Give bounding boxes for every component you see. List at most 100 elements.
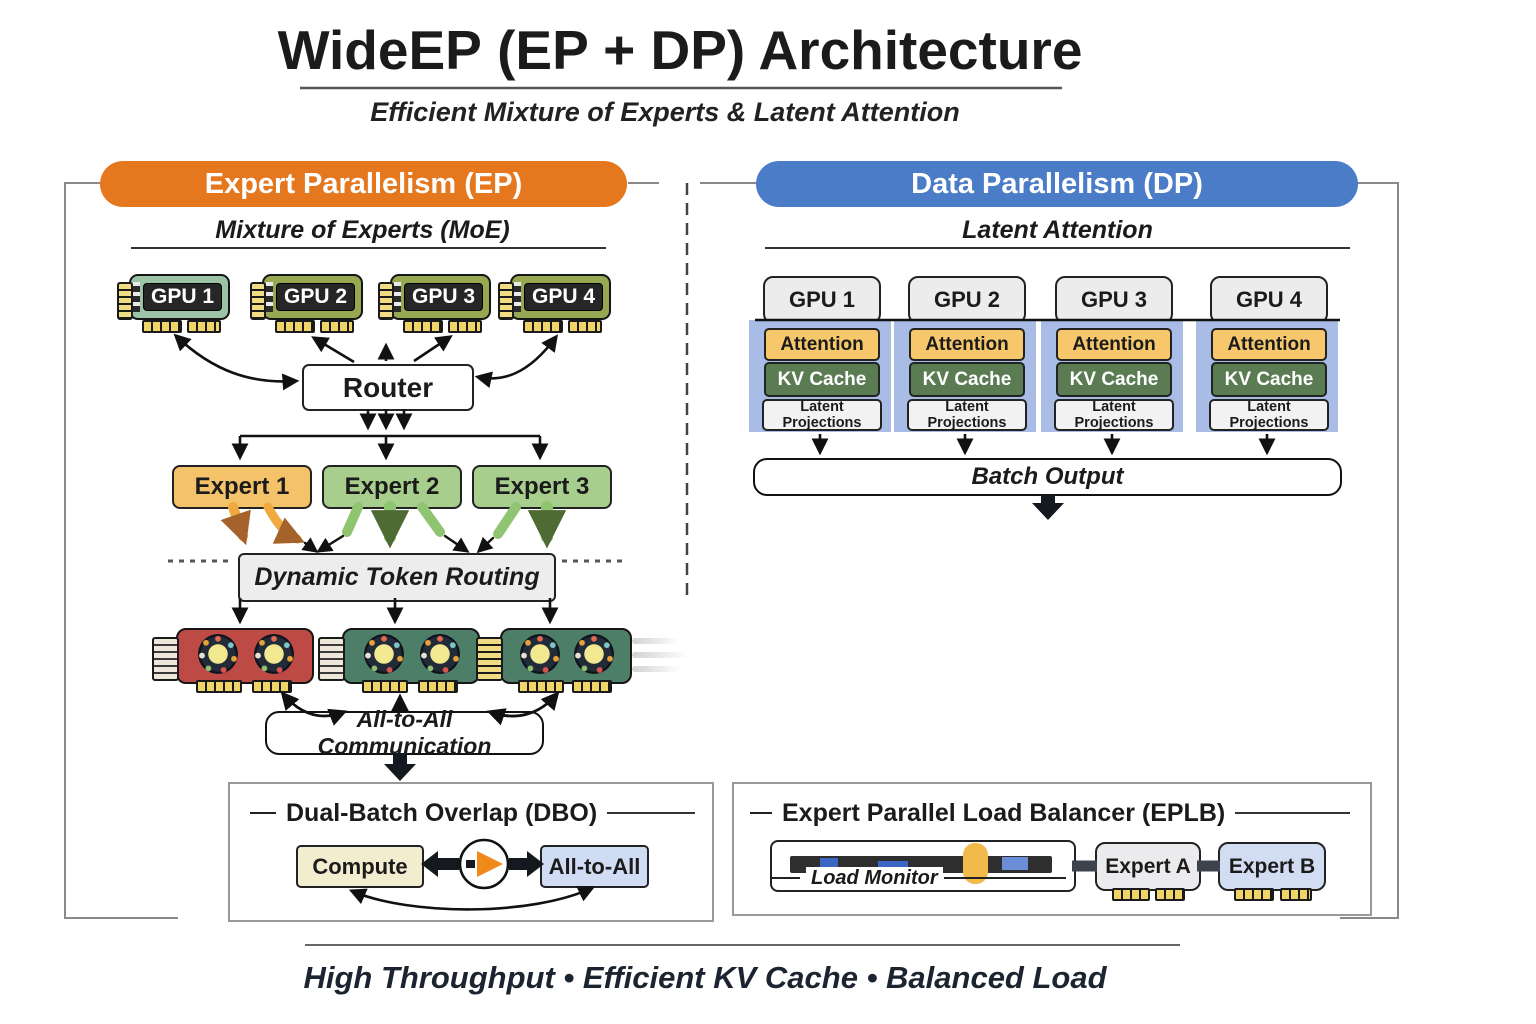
expert-1-box: Expert 1 xyxy=(172,465,312,509)
gpu-label: GPU 1 xyxy=(143,283,222,311)
ep-chip-card-teal-2 xyxy=(476,628,688,693)
fan-icon xyxy=(254,634,294,674)
batch-output-box: Batch Output xyxy=(753,458,1342,496)
chip-connector-icon xyxy=(318,637,345,681)
chip-pins xyxy=(362,680,408,693)
speed-line xyxy=(632,652,688,658)
dp-section-title: Latent Attention xyxy=(962,216,1153,244)
gpu-pins xyxy=(568,320,602,333)
dtr-chip-arrows xyxy=(231,598,559,625)
load-segment xyxy=(878,861,908,871)
load-segment xyxy=(1002,857,1028,870)
footer-tagline: High Throughput • Efficient KV Cache • B… xyxy=(303,960,1107,995)
gpu-router-arrows xyxy=(173,333,559,391)
dbo-arrows xyxy=(348,838,596,911)
load-monitor-label: Load Monitor xyxy=(806,867,943,890)
label-dash xyxy=(772,877,800,879)
ep-header: Expert Parallelism (EP) xyxy=(100,161,627,207)
chip-connector-icon xyxy=(152,637,179,681)
dbo-title: Dual-Batch Overlap (DBO) xyxy=(286,798,598,827)
gpu-label: GPU 4 xyxy=(524,283,603,311)
expert-b-pins xyxy=(1234,888,1274,901)
latent-projections-box: Latent Projections xyxy=(1054,399,1174,431)
gpu-label: GPU 3 xyxy=(404,283,483,311)
frame-lines xyxy=(64,182,1399,919)
gpu-notch xyxy=(266,282,273,312)
chip-pins xyxy=(196,680,242,693)
gpu-connector-icon xyxy=(498,282,514,320)
ep-chip-card-teal-1 xyxy=(318,628,480,693)
fan-icon xyxy=(198,634,238,674)
attention-box: Attention xyxy=(1056,328,1172,361)
gpu-connector-icon xyxy=(378,282,394,320)
fan-icon xyxy=(574,634,614,674)
dbo-all-to-all-box: All-to-All xyxy=(540,845,649,888)
gpu-notch xyxy=(394,282,401,312)
dp-gpu-header-2: GPU 2 xyxy=(908,276,1026,324)
dbo-titlebar: Dual-Batch Overlap (DBO) xyxy=(250,799,695,827)
gpu-pins xyxy=(275,320,315,333)
dp-batch-arrows xyxy=(811,434,1276,456)
gpu-pins xyxy=(403,320,443,333)
kv-cache-box: KV Cache xyxy=(909,362,1025,397)
title-dash xyxy=(250,812,276,814)
chip-connector-icon xyxy=(476,637,503,681)
gpu-connector-icon xyxy=(117,282,133,320)
fan-icon xyxy=(364,634,404,674)
attention-box: Attention xyxy=(1211,328,1327,361)
ep-gpu-card-3: GPU 3 xyxy=(378,274,491,333)
gpu-notch xyxy=(514,282,521,312)
router-box: Router xyxy=(302,364,474,411)
title-line xyxy=(607,812,695,814)
load-monitor-widget: Load Monitor xyxy=(770,840,1076,892)
batch-output-thick-arrow xyxy=(1032,495,1064,520)
ep-gpu-card-4: GPU 4 xyxy=(498,274,611,333)
attention-box: Attention xyxy=(909,328,1025,361)
chip-pins xyxy=(418,680,458,693)
page-title-strong: WideEP xyxy=(277,19,482,81)
ep-gpu-card-2: GPU 2 xyxy=(250,274,363,333)
chip-pins xyxy=(572,680,612,693)
expert-2-box: Expert 2 xyxy=(322,465,462,509)
dp-gpu-panel-2: Attention KV Cache Latent Projections xyxy=(894,320,1036,432)
latent-projections-box: Latent Projections xyxy=(907,399,1027,431)
router-expert-arrows xyxy=(231,409,549,461)
gpu-pins xyxy=(448,320,482,333)
compute-box: Compute xyxy=(296,845,424,888)
gpu-notch xyxy=(133,282,140,312)
gpu-connector-icon xyxy=(250,282,266,320)
attention-box: Attention xyxy=(764,328,880,361)
fan-icon xyxy=(420,634,460,674)
dp-header: Data Parallelism (DP) xyxy=(756,161,1358,207)
expert-a-pins xyxy=(1155,888,1185,901)
gpu-pins xyxy=(187,320,221,333)
kv-cache-box: KV Cache xyxy=(1056,362,1172,397)
ep-chip-card-red xyxy=(152,628,314,693)
gpu-pins xyxy=(142,320,182,333)
expert-b-pins xyxy=(1280,888,1312,901)
latent-projections-box: Latent Projections xyxy=(1209,399,1329,431)
dp-gpu-panel-1: Attention KV Cache Latent Projections xyxy=(749,320,891,432)
gpu-pins xyxy=(523,320,563,333)
ep-section-title: Mixture of Experts (MoE) xyxy=(215,216,510,244)
dynamic-token-routing-box: Dynamic Token Routing xyxy=(238,553,556,602)
dp-gpu-panel-3: Attention KV Cache Latent Projections xyxy=(1041,320,1183,432)
page-subtitle: Efficient Mixture of Experts & Latent At… xyxy=(370,97,960,127)
speed-line xyxy=(632,638,680,644)
chip-a2a-arrows xyxy=(280,691,560,726)
fan-icon xyxy=(520,634,560,674)
title-line xyxy=(1235,812,1350,814)
latent-projections-box: Latent Projections xyxy=(762,399,882,431)
kv-cache-box: KV Cache xyxy=(764,362,880,397)
expert-token-arrows xyxy=(220,501,567,554)
label-line xyxy=(944,877,1066,879)
a2a-to-dbo-thick-arrow xyxy=(384,754,416,781)
eplb-title: Expert Parallel Load Balancer (EPLB) xyxy=(782,798,1226,827)
dp-gpu-header-3: GPU 3 xyxy=(1055,276,1173,324)
chip-pins xyxy=(252,680,292,693)
kv-cache-box: KV Cache xyxy=(1211,362,1327,397)
ep-gpu-card-1: GPU 1 xyxy=(117,274,230,333)
page-title-rest: (EP + DP) Architecture xyxy=(481,19,1083,81)
